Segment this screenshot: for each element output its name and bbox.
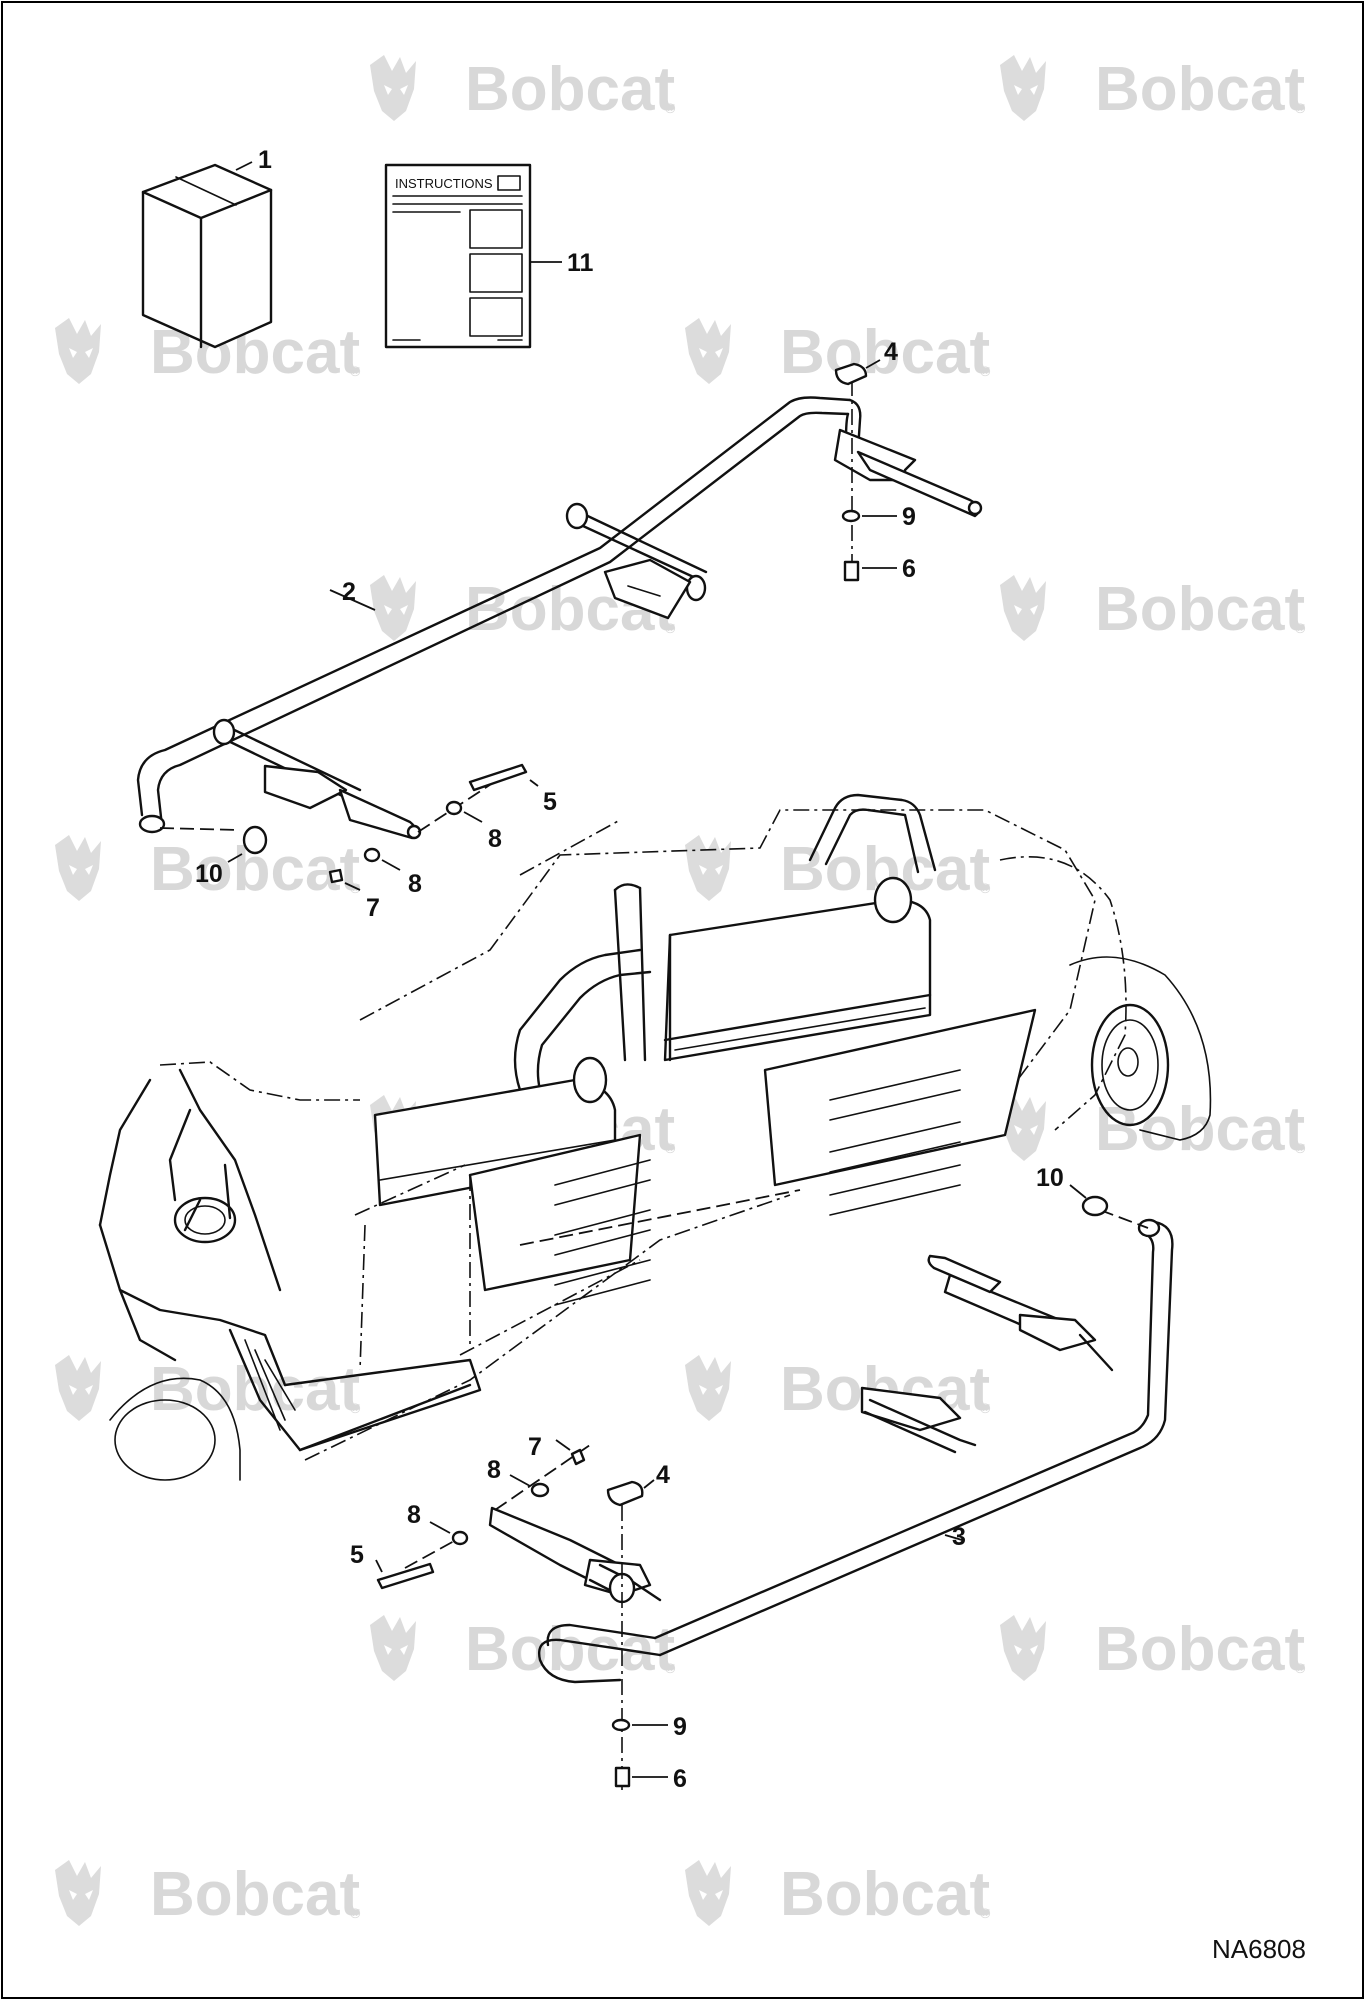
callouts: 1 11 4 9 6 2 5 8 8 10 7 10 7 8 4 8 5 3 9…: [195, 146, 1064, 1793]
watermark-tile: Bobcat®: [685, 318, 991, 387]
hardware-upper-right: [834, 359, 897, 582]
watermark-tile: Bobcat®: [370, 1615, 676, 1684]
callout-8: 8: [407, 1501, 421, 1529]
watermark-tile: Bobcat®: [685, 1860, 991, 1929]
hardware-lower: [375, 1184, 1149, 1790]
callout-8: 8: [487, 1456, 501, 1484]
svg-text:®: ®: [980, 880, 991, 896]
svg-text:Bobcat: Bobcat: [1095, 575, 1305, 644]
svg-text:Bobcat: Bobcat: [465, 1615, 675, 1684]
svg-text:®: ®: [665, 1140, 676, 1156]
callout-3: 3: [952, 1523, 966, 1551]
svg-text:Bobcat: Bobcat: [780, 1860, 990, 1929]
callout-11: 11: [567, 249, 594, 277]
svg-text:Bobcat: Bobcat: [465, 55, 675, 124]
callout-4: 4: [656, 1461, 670, 1489]
svg-text:®: ®: [665, 620, 676, 636]
callout-2: 2: [342, 578, 356, 606]
svg-text:Bobcat: Bobcat: [150, 1860, 360, 1929]
watermark-tile: Bobcat®: [1000, 1095, 1306, 1164]
watermark-tile: Bobcat®: [55, 1860, 361, 1929]
callout-9: 9: [673, 1713, 687, 1741]
vehicle-body: [98, 793, 1212, 1481]
part-upper-bar: [136, 396, 983, 840]
part-kit-box: [141, 161, 273, 349]
callout-7: 7: [366, 894, 380, 922]
svg-text:®: ®: [980, 1905, 991, 1921]
part-lower-bar: [488, 1218, 1174, 1684]
svg-text:®: ®: [350, 1400, 361, 1416]
svg-text:®: ®: [1295, 1660, 1306, 1676]
svg-text:®: ®: [980, 363, 991, 379]
callout-10: 10: [1036, 1164, 1064, 1192]
svg-text:®: ®: [350, 363, 361, 379]
drawing-code: NA6808: [1212, 1934, 1306, 1964]
callout-8: 8: [488, 825, 502, 853]
watermark-layer: Bobcat® Bobcat® Bobcat® Bobcat® Bobcat® …: [55, 55, 1306, 1929]
callout-5: 5: [543, 788, 557, 816]
callout-6: 6: [902, 555, 916, 583]
svg-text:Bobcat: Bobcat: [780, 318, 990, 387]
callout-7: 7: [528, 1433, 542, 1461]
svg-text:®: ®: [350, 1905, 361, 1921]
callout-9: 9: [902, 503, 916, 531]
watermark-tile: Bobcat®: [1000, 575, 1306, 644]
callout-10: 10: [195, 860, 223, 888]
hardware-upper-left: [159, 763, 539, 891]
watermark-tile: Bobcat®: [1000, 1615, 1306, 1684]
svg-text:®: ®: [1295, 1140, 1306, 1156]
callout-5: 5: [350, 1541, 364, 1569]
svg-text:®: ®: [980, 1400, 991, 1416]
watermark-tile: Bobcat®: [685, 835, 991, 904]
callout-1: 1: [258, 146, 272, 174]
svg-text:Bobcat: Bobcat: [1095, 1615, 1305, 1684]
svg-text:INSTRUCTIONS: INSTRUCTIONS: [395, 176, 493, 191]
svg-text:Bobcat: Bobcat: [1095, 55, 1305, 124]
watermark-tile: Bobcat®: [55, 1355, 361, 1424]
svg-text:®: ®: [665, 1660, 676, 1676]
svg-text:®: ®: [665, 100, 676, 116]
callout-8: 8: [408, 870, 422, 898]
svg-text:Bobcat: Bobcat: [1095, 1095, 1305, 1164]
callout-6: 6: [673, 1765, 687, 1793]
part-instructions-sheet: INSTRUCTIONS: [384, 163, 562, 349]
svg-text:®: ®: [1295, 100, 1306, 116]
watermark-tile: Bobcat®: [370, 55, 676, 124]
svg-text:®: ®: [1295, 620, 1306, 636]
callout-4: 4: [884, 338, 898, 366]
watermark-tile: Bobcat®: [1000, 55, 1306, 124]
